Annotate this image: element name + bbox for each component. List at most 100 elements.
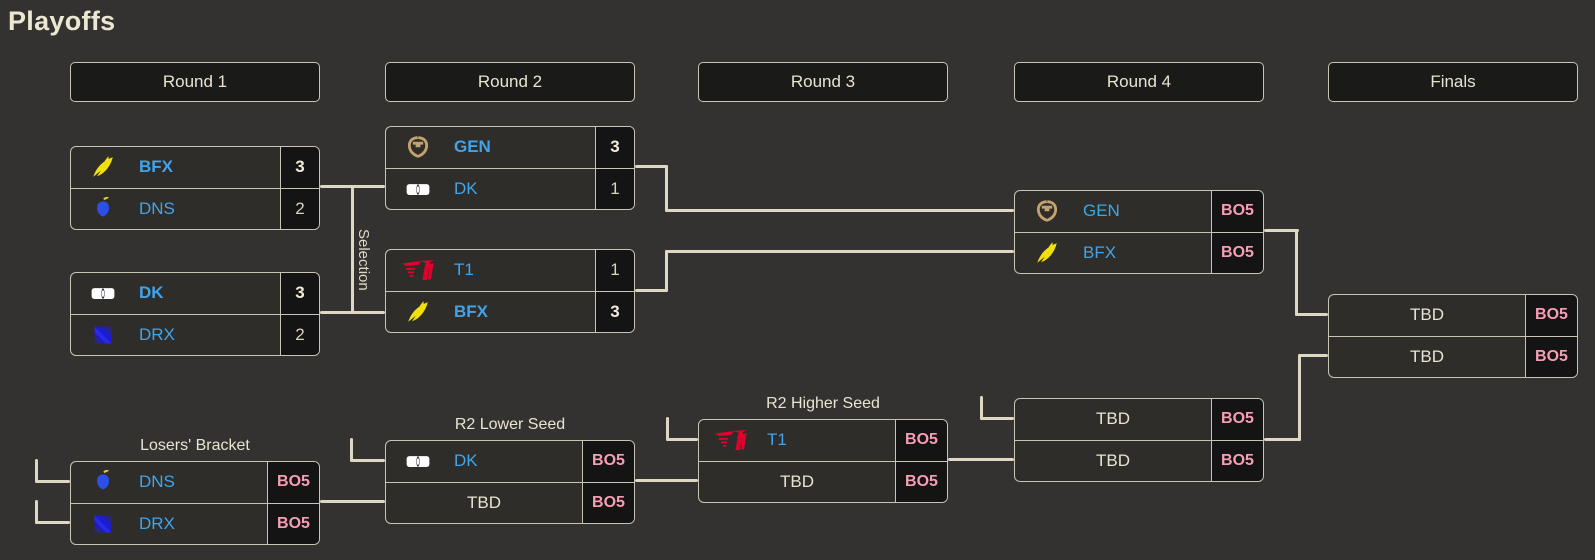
- page-title: Playoffs: [8, 6, 116, 36]
- team-name: BFX: [1083, 242, 1117, 262]
- match-round2-1: GEN 3 DK 1: [385, 126, 635, 210]
- round-2-header: Round 2: [385, 62, 635, 102]
- connector-line: [1264, 229, 1299, 232]
- round-3-header: Round 3: [698, 62, 948, 102]
- match-r2-higher-seed: T1 BO5 TBD BO5: [698, 419, 948, 503]
- connector-line: [635, 165, 668, 168]
- loser-drop-connector: [666, 417, 669, 441]
- loser-drop-connector: [35, 459, 38, 483]
- team-row-gen[interactable]: GEN BO5: [1015, 191, 1263, 232]
- loser-drop-connector: [980, 396, 983, 420]
- selection-label: Selection: [355, 229, 372, 291]
- team-score: 3: [595, 291, 634, 332]
- match-format: BO5: [1211, 232, 1263, 273]
- connector-line: [635, 289, 668, 292]
- team-name: TBD: [780, 471, 814, 491]
- team-row-tbd: TBD BO5: [699, 460, 947, 502]
- connector-line: [635, 479, 698, 482]
- t1-logo: [401, 259, 435, 281]
- loser-drop-connector: [35, 521, 70, 524]
- team-name: DNS: [139, 472, 175, 492]
- team-row-drx[interactable]: DRX 2: [71, 313, 319, 355]
- team-row-dns[interactable]: DNS BO5: [71, 462, 319, 503]
- team-name: DNS: [139, 198, 175, 218]
- match-r2-lower-seed: DK BO5 TBD BO5: [385, 440, 635, 524]
- team-name: DK: [454, 178, 478, 198]
- drx-logo: [86, 512, 120, 536]
- connector-line: [1264, 438, 1301, 441]
- bfx-logo: [86, 154, 120, 180]
- team-name: TBD: [1410, 346, 1444, 366]
- connector-line: [1298, 354, 1301, 441]
- team-name: T1: [767, 430, 787, 450]
- match-round1-1: BFX 3 DNS 2: [70, 146, 320, 230]
- dns-logo: [86, 196, 120, 221]
- team-name: GEN: [1083, 201, 1120, 221]
- match-format: BO5: [895, 461, 947, 502]
- match-format: BO5: [1211, 191, 1263, 232]
- team-row-tbd: TBD BO5: [1329, 335, 1577, 377]
- loser-drop-connector: [980, 417, 1014, 420]
- loser-drop-connector: [666, 438, 698, 441]
- team-score: 3: [280, 147, 319, 188]
- loser-drop-connector: [350, 459, 385, 462]
- match-round1-2: DK 3 DRX 2: [70, 272, 320, 356]
- gen-logo: [401, 134, 435, 160]
- match-format: BO5: [1211, 440, 1263, 481]
- dk-logo: [86, 280, 120, 306]
- team-row-dk[interactable]: DK 3: [71, 273, 319, 314]
- match-round2-2: T1 1 BFX 3: [385, 249, 635, 333]
- match-round4-lower: TBD BO5 TBD BO5: [1014, 398, 1264, 482]
- match-losers-bracket: DNS BO5 DRX BO5: [70, 461, 320, 545]
- match-format: BO5: [267, 503, 319, 544]
- connector-line: [948, 458, 1014, 461]
- match-finals: TBD BO5 TBD BO5: [1328, 294, 1578, 378]
- team-row-gen[interactable]: GEN 3: [386, 127, 634, 168]
- gen-logo: [1030, 198, 1064, 224]
- loser-drop-connector: [35, 500, 38, 524]
- finals-header: Finals: [1328, 62, 1578, 102]
- team-row-dk[interactable]: DK 1: [386, 167, 634, 209]
- team-row-t1[interactable]: T1 BO5: [699, 420, 947, 461]
- team-name: T1: [454, 260, 474, 280]
- match-format: BO5: [895, 420, 947, 461]
- bfx-logo: [1030, 240, 1064, 266]
- dk-logo: [401, 448, 435, 474]
- team-name: TBD: [1096, 409, 1130, 429]
- drx-logo: [86, 323, 120, 347]
- team-name: BFX: [454, 301, 488, 321]
- team-score: 1: [595, 250, 634, 291]
- team-row-dk[interactable]: DK BO5: [386, 441, 634, 482]
- team-score: 2: [280, 314, 319, 355]
- t1-logo: [714, 429, 748, 451]
- team-name: TBD: [1096, 450, 1130, 470]
- r2-higher-seed-label: R2 Higher Seed: [766, 395, 880, 412]
- team-row-tbd: TBD BO5: [1015, 439, 1263, 481]
- connector-line: [665, 165, 668, 212]
- team-row-bfx[interactable]: BFX 3: [386, 290, 634, 332]
- team-row-tbd: TBD BO5: [1015, 399, 1263, 440]
- match-format: BO5: [582, 482, 634, 523]
- team-row-tbd: TBD BO5: [1329, 295, 1577, 336]
- dk-logo: [401, 176, 435, 202]
- team-name: DK: [139, 283, 164, 303]
- team-name: DK: [454, 451, 478, 471]
- connector-line: [351, 185, 354, 314]
- bfx-logo: [401, 299, 435, 325]
- team-name: DRX: [139, 513, 175, 533]
- team-row-t1[interactable]: T1 1: [386, 250, 634, 291]
- team-row-bfx[interactable]: BFX BO5: [1015, 231, 1263, 273]
- r2-lower-seed-label: R2 Lower Seed: [454, 416, 566, 433]
- team-score: 3: [280, 273, 319, 314]
- team-row-drx[interactable]: DRX BO5: [71, 502, 319, 544]
- losers-bracket-label: Losers' Bracket: [140, 437, 250, 454]
- dns-logo: [86, 470, 120, 494]
- team-score: 3: [595, 127, 634, 168]
- team-row-bfx[interactable]: BFX 3: [71, 147, 319, 188]
- team-row-dns[interactable]: DNS 2: [71, 187, 319, 229]
- match-format: BO5: [267, 462, 319, 503]
- connector-line: [665, 250, 668, 292]
- team-row-tbd: TBD BO5: [386, 481, 634, 523]
- connector-line: [1295, 229, 1298, 316]
